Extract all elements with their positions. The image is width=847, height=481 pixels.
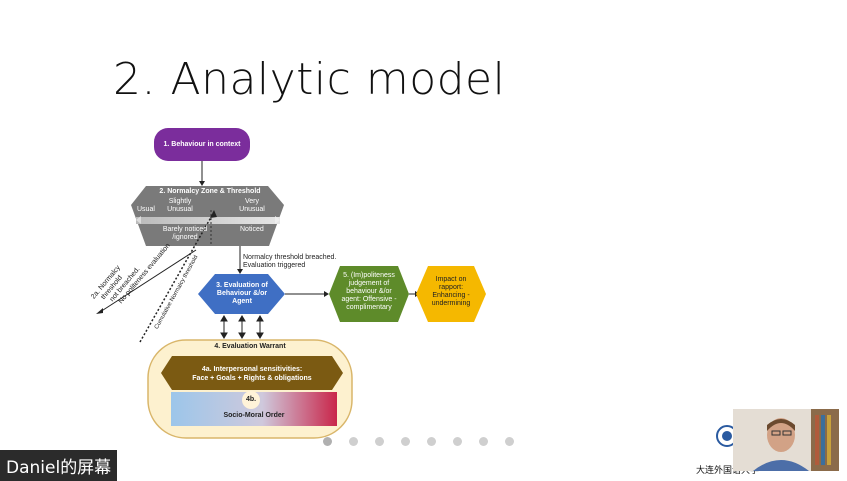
- pagination-dot[interactable]: [323, 437, 332, 446]
- arrow-cumulative-threshold: [139, 211, 215, 343]
- box2-unusual-1: Unusual: [167, 206, 193, 213]
- box6-line-2: rapport:: [438, 284, 464, 291]
- box5-line-1: 5. (Im)politeness: [343, 272, 395, 279]
- box2-unusual-2: Unusual: [239, 206, 265, 213]
- box3-line-1: 3. Evaluation of: [216, 282, 268, 289]
- box-behaviour-in-context: [154, 128, 250, 161]
- box-interpersonal-sensitivities: [161, 356, 343, 390]
- pagination-dot[interactable]: [427, 437, 436, 446]
- webcam-person-icon: [733, 409, 839, 471]
- box1-label: 1. Behaviour in context: [163, 141, 241, 148]
- box-normalcy-zone: [131, 186, 284, 246]
- pagination-dot[interactable]: [401, 437, 410, 446]
- university-logo-text: 大连外国语大学: [696, 466, 760, 476]
- box2-slightly: Slightly: [168, 198, 192, 205]
- box5-line-2: judgement of: [348, 280, 390, 287]
- pagination-dot[interactable]: [349, 437, 358, 446]
- box4-label: 4. Evaluation Warrant: [214, 343, 286, 350]
- screen-share-label: Daniel的屏幕: [0, 450, 118, 481]
- pagination-dot[interactable]: [375, 437, 384, 446]
- box2-ignored: /ignored: [172, 234, 198, 241]
- slide-title: 2. Analytic model: [113, 54, 506, 105]
- slide-pagination: [323, 437, 514, 446]
- webcam-video: [733, 409, 839, 471]
- arrow-not-breached: [99, 249, 197, 313]
- box4b-label: Socio-Moral Order: [223, 412, 285, 419]
- box-evaluation: [198, 274, 285, 314]
- box-politeness-judgement: [329, 266, 409, 322]
- box4a-line-2: Face + Goals + Rights & obligations: [192, 375, 312, 382]
- box2-very: Very: [244, 198, 259, 205]
- box5-line-4: agent: Offensive -: [341, 296, 397, 303]
- pagination-dot[interactable]: [479, 437, 488, 446]
- box2-title: 2. Normalcy Zone & Threshold: [159, 188, 261, 195]
- threshold-note-2: Evaluation triggered: [243, 262, 306, 269]
- pagination-dot[interactable]: [505, 437, 514, 446]
- box4a-line-1: 4a. Interpersonal sensitivities:: [201, 366, 303, 373]
- box2-barely: Barely noticed: [162, 226, 208, 233]
- box3-line-3: Agent: [232, 298, 252, 305]
- box5-line-3: behaviour &/or: [346, 288, 392, 295]
- threshold-note-1: Normalcy threshold breached.: [243, 254, 337, 261]
- box3-line-2: Behaviour &/or: [216, 290, 268, 297]
- box2-noticed: Noticed: [240, 226, 264, 233]
- box4b-number: 4b.: [245, 396, 257, 403]
- box2-usual: Usual: [137, 206, 155, 213]
- box-impact-on-rapport: [416, 266, 486, 322]
- box6-line-4: undermining: [431, 300, 471, 307]
- box6-line-3: Enhancing -: [432, 292, 470, 299]
- box6-line-1: Impact on: [435, 276, 467, 283]
- box5-line-5: complimentary: [346, 304, 392, 311]
- pagination-dot[interactable]: [453, 437, 462, 446]
